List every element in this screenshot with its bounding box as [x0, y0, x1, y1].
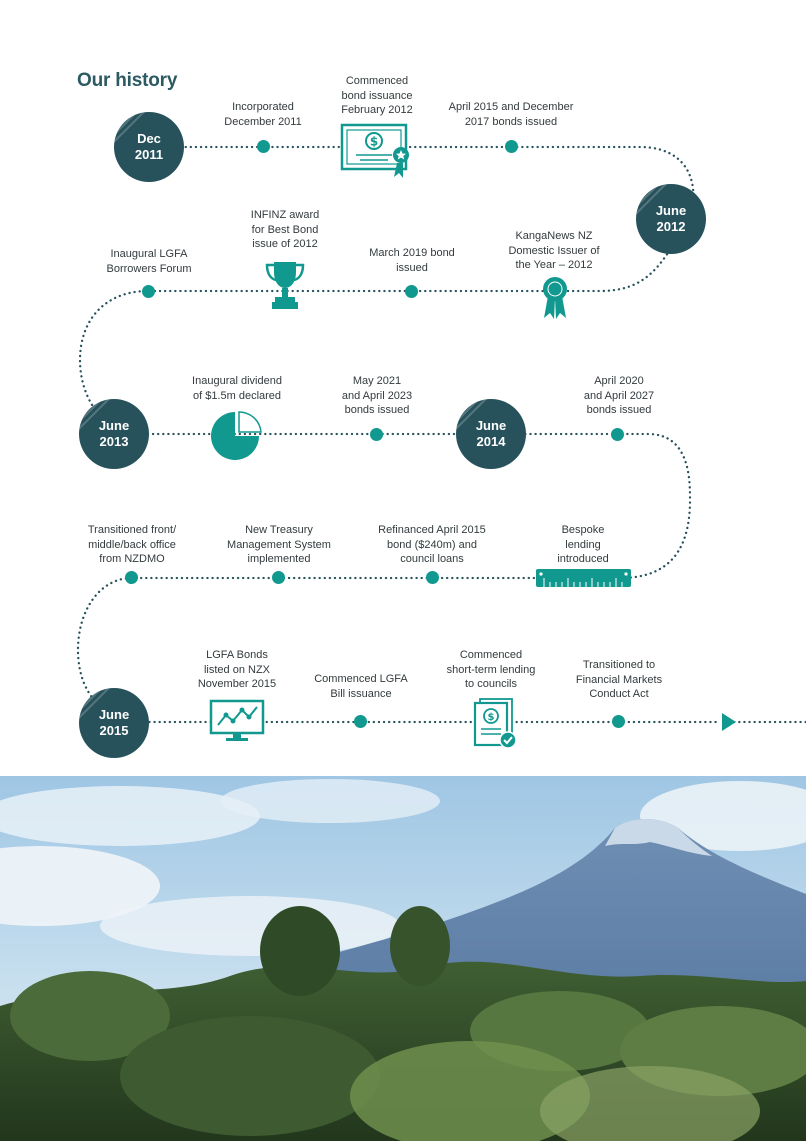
event-dot-bill-issuance — [354, 715, 367, 728]
milestone-line2: 2012 — [656, 219, 686, 234]
milestone-line1: June — [98, 707, 130, 722]
milestone-dec-2011: Dec 2011 — [114, 112, 184, 182]
milestone-line1: June — [475, 418, 507, 433]
milestone-line2: 2015 — [99, 723, 129, 738]
event-dot-borrowers-forum — [142, 285, 155, 298]
event-dot-march-2019 — [405, 285, 418, 298]
event-dot-refinanced — [426, 571, 439, 584]
award-ribbon-icon — [543, 277, 567, 319]
milestone-june-2013: June 2013 — [79, 399, 149, 469]
arrow-right-icon — [722, 713, 736, 731]
milestone-line2: 2014 — [476, 434, 506, 449]
svg-text:$: $ — [488, 712, 495, 723]
pie-chart-icon — [211, 411, 262, 460]
event-dot-nzdmo — [125, 571, 138, 584]
timeline-path — [76, 145, 806, 731]
mountain-landscape-photo — [0, 776, 806, 1141]
milestone-june-2012: June 2012 — [636, 184, 706, 254]
event-dot-treasury — [272, 571, 285, 584]
milestone-line2: 2011 — [134, 147, 164, 162]
milestone-line2: 2013 — [99, 434, 129, 449]
event-dot-incorporated — [257, 140, 270, 153]
document-dollar-icon: $ — [473, 698, 517, 749]
monitor-chart-icon — [209, 699, 265, 741]
page-title: Our history — [77, 70, 178, 91]
event-dot-fmca — [612, 715, 625, 728]
milestone-line1: Dec — [137, 131, 161, 146]
event-dot-bonds-2015-2017 — [505, 140, 518, 153]
event-dot-april-2020 — [611, 428, 624, 441]
ruler-icon — [536, 569, 631, 587]
svg-text:$: $ — [370, 135, 378, 149]
milestone-june-2015: June 2015 — [79, 688, 149, 758]
certificate-icon: $ — [340, 123, 409, 178]
milestone-line1: June — [98, 418, 130, 433]
event-dot-may-2021 — [370, 428, 383, 441]
trophy-icon — [265, 262, 305, 309]
milestone-june-2014: June 2014 — [456, 399, 526, 469]
milestone-line1: June — [655, 203, 687, 218]
